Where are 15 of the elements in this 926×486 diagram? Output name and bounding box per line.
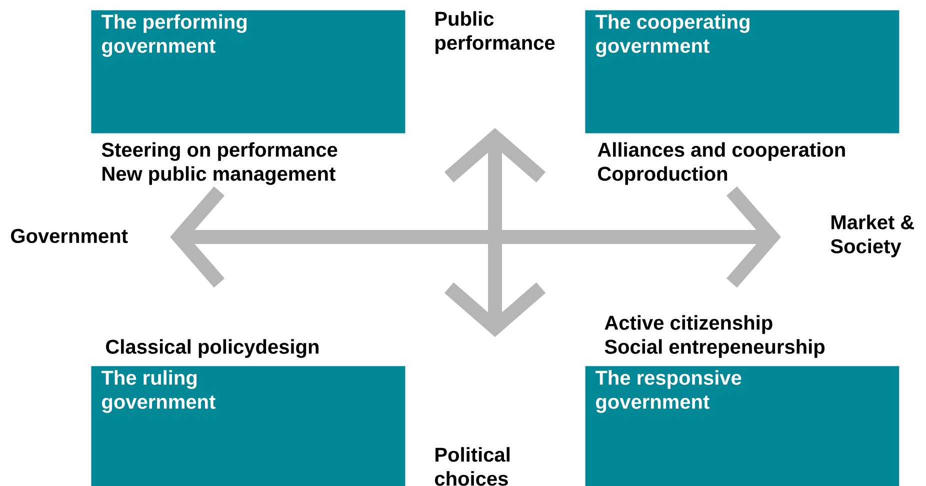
axis-label: Public performance xyxy=(436,11,555,54)
description-text: Coproduction xyxy=(598,166,728,185)
description-text: Alliances and cooperation xyxy=(598,142,845,161)
axis-label: Political choices xyxy=(435,447,510,486)
axis-label: Market & Society xyxy=(830,214,914,258)
quadrant-box: The responsive government xyxy=(585,366,900,486)
description-text: Classical policydesign xyxy=(106,339,318,358)
description-text: Social entrepeneurship xyxy=(604,339,825,358)
description-text: Steering on performance xyxy=(102,142,338,161)
description-text: New public management xyxy=(102,166,336,185)
description-text: Active citizenship xyxy=(604,315,772,334)
quadrant-box: The performing government xyxy=(91,10,406,134)
quadrant-box: The ruling government xyxy=(91,366,406,486)
axis-label: Government xyxy=(11,228,128,244)
quadrant-box: The cooperating government xyxy=(585,10,900,134)
